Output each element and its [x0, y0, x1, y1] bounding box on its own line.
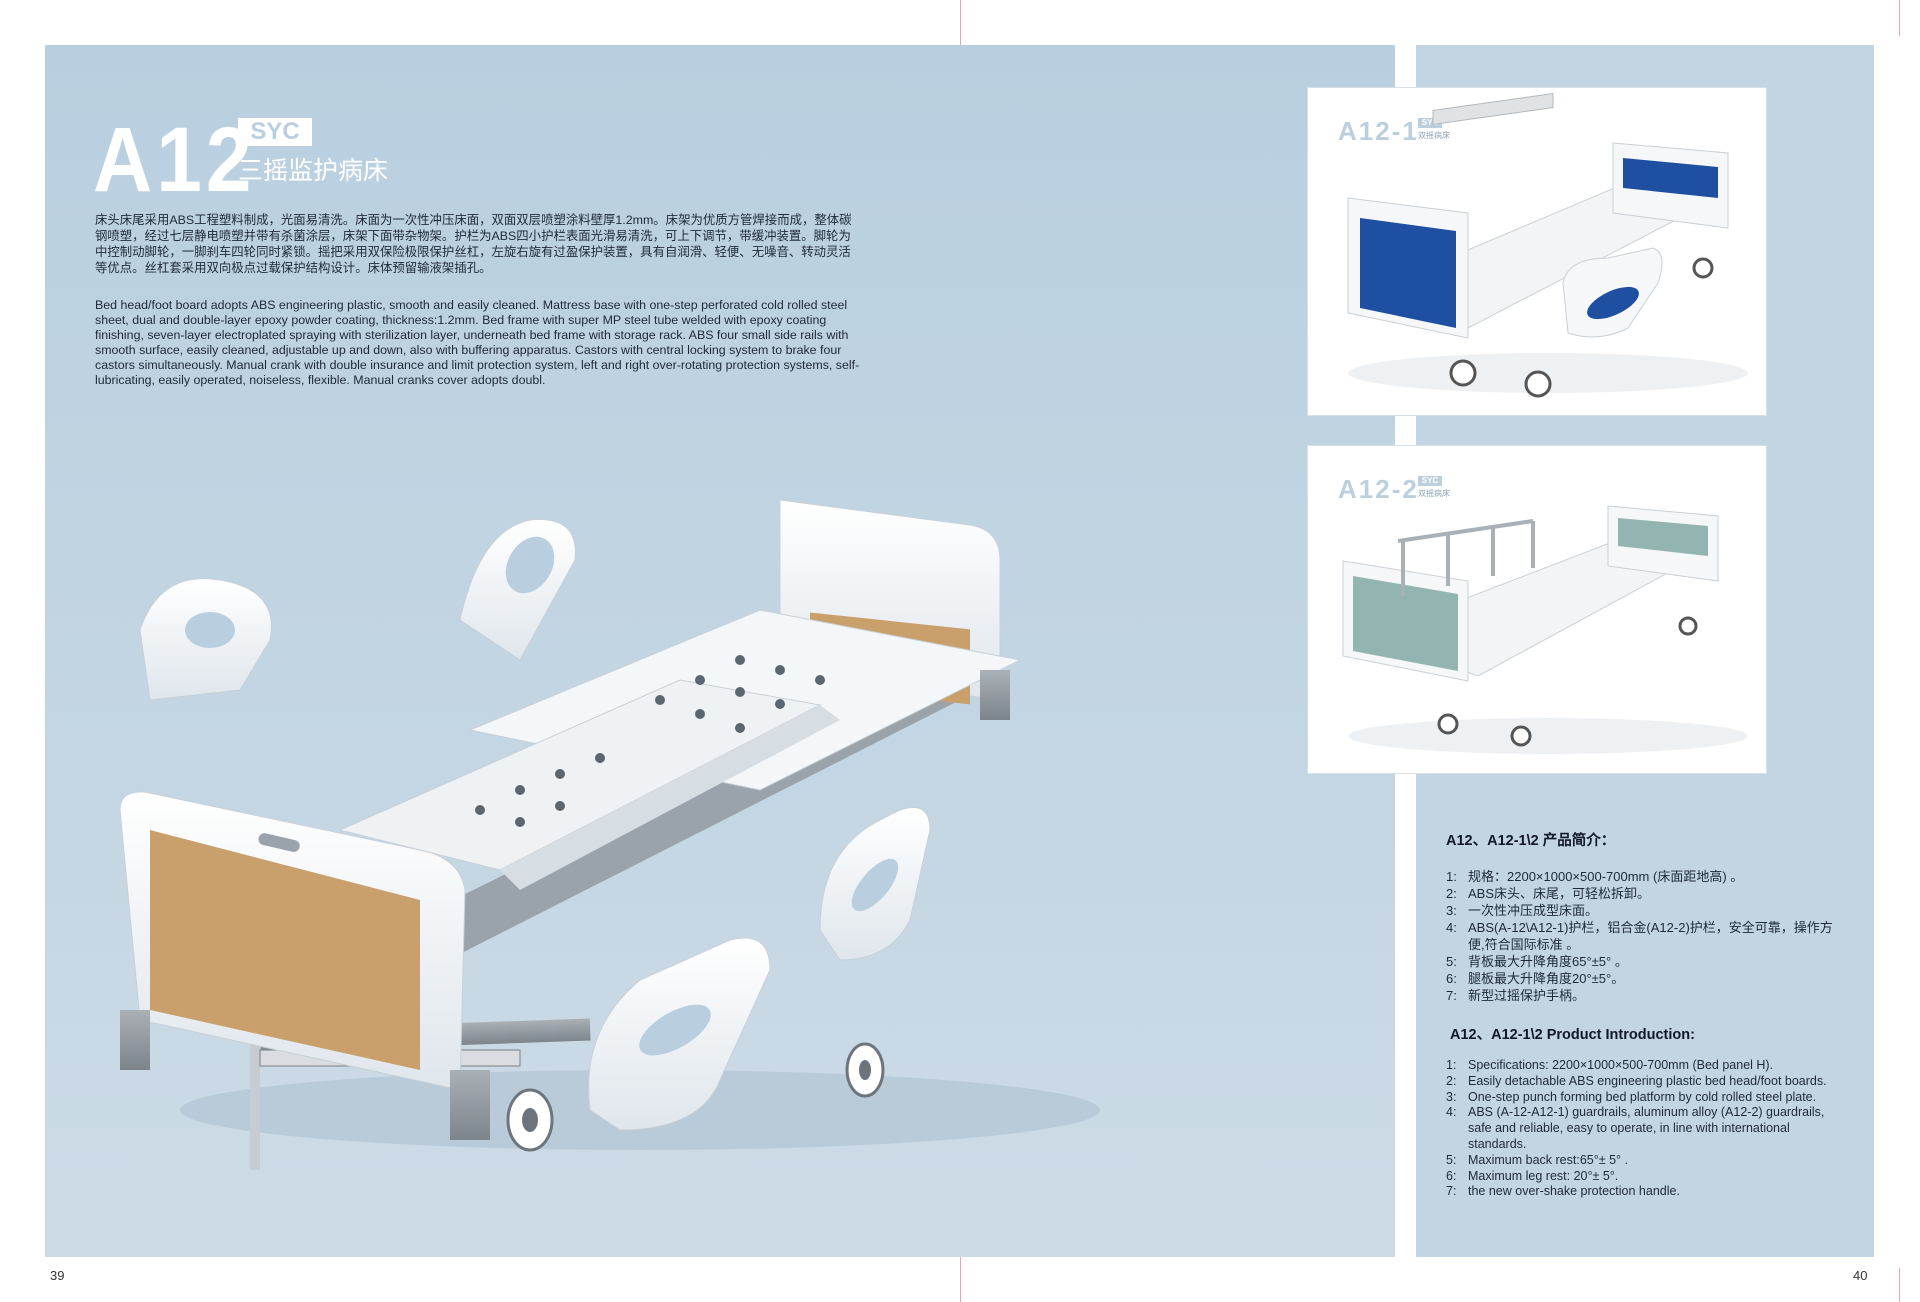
description-cn: 床头床尾采用ABS工程塑料制成，光面易清洗。床面为一次性冲压床面，双面双层喷塑涂…: [95, 213, 852, 275]
page-number-left: 39: [50, 1268, 65, 1283]
product-model-title: A12: [93, 109, 256, 212]
variant-name-cn: 双摇病床: [1418, 131, 1450, 140]
intro-en-heading: A12、A12-1\2 Product Introduction:: [1450, 1027, 1695, 1043]
variant-badge: SYC: [1418, 118, 1442, 128]
list-item: 3:一次性冲压成型床面。: [1446, 903, 1599, 918]
list-item: 7:新型过摇保护手柄。: [1446, 988, 1586, 1003]
list-item: 5:Maximum back rest:65°± 5° .: [1446, 1152, 1628, 1167]
description-en: Bed head/foot board adopts ABS engineeri…: [95, 298, 860, 387]
product-name-cn: 三摇监护病床: [238, 157, 389, 185]
variant-name-cn: 双摇病床: [1418, 489, 1450, 498]
variant-badge: SYC: [1418, 476, 1442, 486]
intro-cn-list: 1:规格：2200×1000×500-700mm (床面距地高) 。 2:ABS…: [1446, 868, 1846, 1004]
intro-cn-heading: A12、A12-1\2 产品简介：: [1446, 833, 1616, 849]
variant-model: A12-1: [1338, 116, 1419, 146]
list-item: 7:the new over-shake protection handle.: [1446, 1184, 1680, 1199]
list-item: 6:腿板最大升降角度20°±5°。: [1446, 971, 1625, 986]
intro-en-list: 1:Specifications: 2200×1000×500-700mm (B…: [1446, 1058, 1846, 1200]
list-item: 3:One-step punch forming bed platform by…: [1446, 1089, 1817, 1104]
brand-badge: SYC: [238, 118, 312, 146]
variant-card-a12-1: A12-1 SYC 双摇病床: [1307, 87, 1767, 416]
trim-mark-top: [1899, 0, 1900, 36]
list-item: 2:ABS床头、床尾，可轻松拆卸。: [1446, 886, 1651, 901]
list-item: 1:Specifications: 2200×1000×500-700mm (B…: [1446, 1058, 1774, 1072]
list-item: 4:ABS(A-12\A12-1)护栏，铝合金(A12-2)护栏，安全可靠，操作…: [1446, 920, 1833, 952]
trim-mark-bottom: [1899, 1268, 1900, 1302]
list-item: 5:背板最大升降角度65°±5° 。: [1446, 954, 1628, 969]
list-item: 4:ABS (A-12-A12-1) guardrails, aluminum …: [1446, 1105, 1825, 1151]
list-item: 2:Easily detachable ABS engineering plas…: [1446, 1073, 1827, 1088]
list-item: 6:Maximum leg rest: 20°± 5°.: [1446, 1168, 1619, 1183]
bed-variant-image: [1347, 92, 1748, 398]
hospital-bed-illustration: [120, 499, 1100, 1170]
page-number-right: 40: [1853, 1268, 1868, 1283]
list-item: 1:规格：2200×1000×500-700mm (床面距地高) 。: [1446, 869, 1744, 884]
bed-variant-image: [1342, 505, 1748, 754]
variant-card-a12-2: A12-2 SYC 双摇病床: [1307, 445, 1767, 774]
variant-model: A12-2: [1338, 474, 1419, 504]
